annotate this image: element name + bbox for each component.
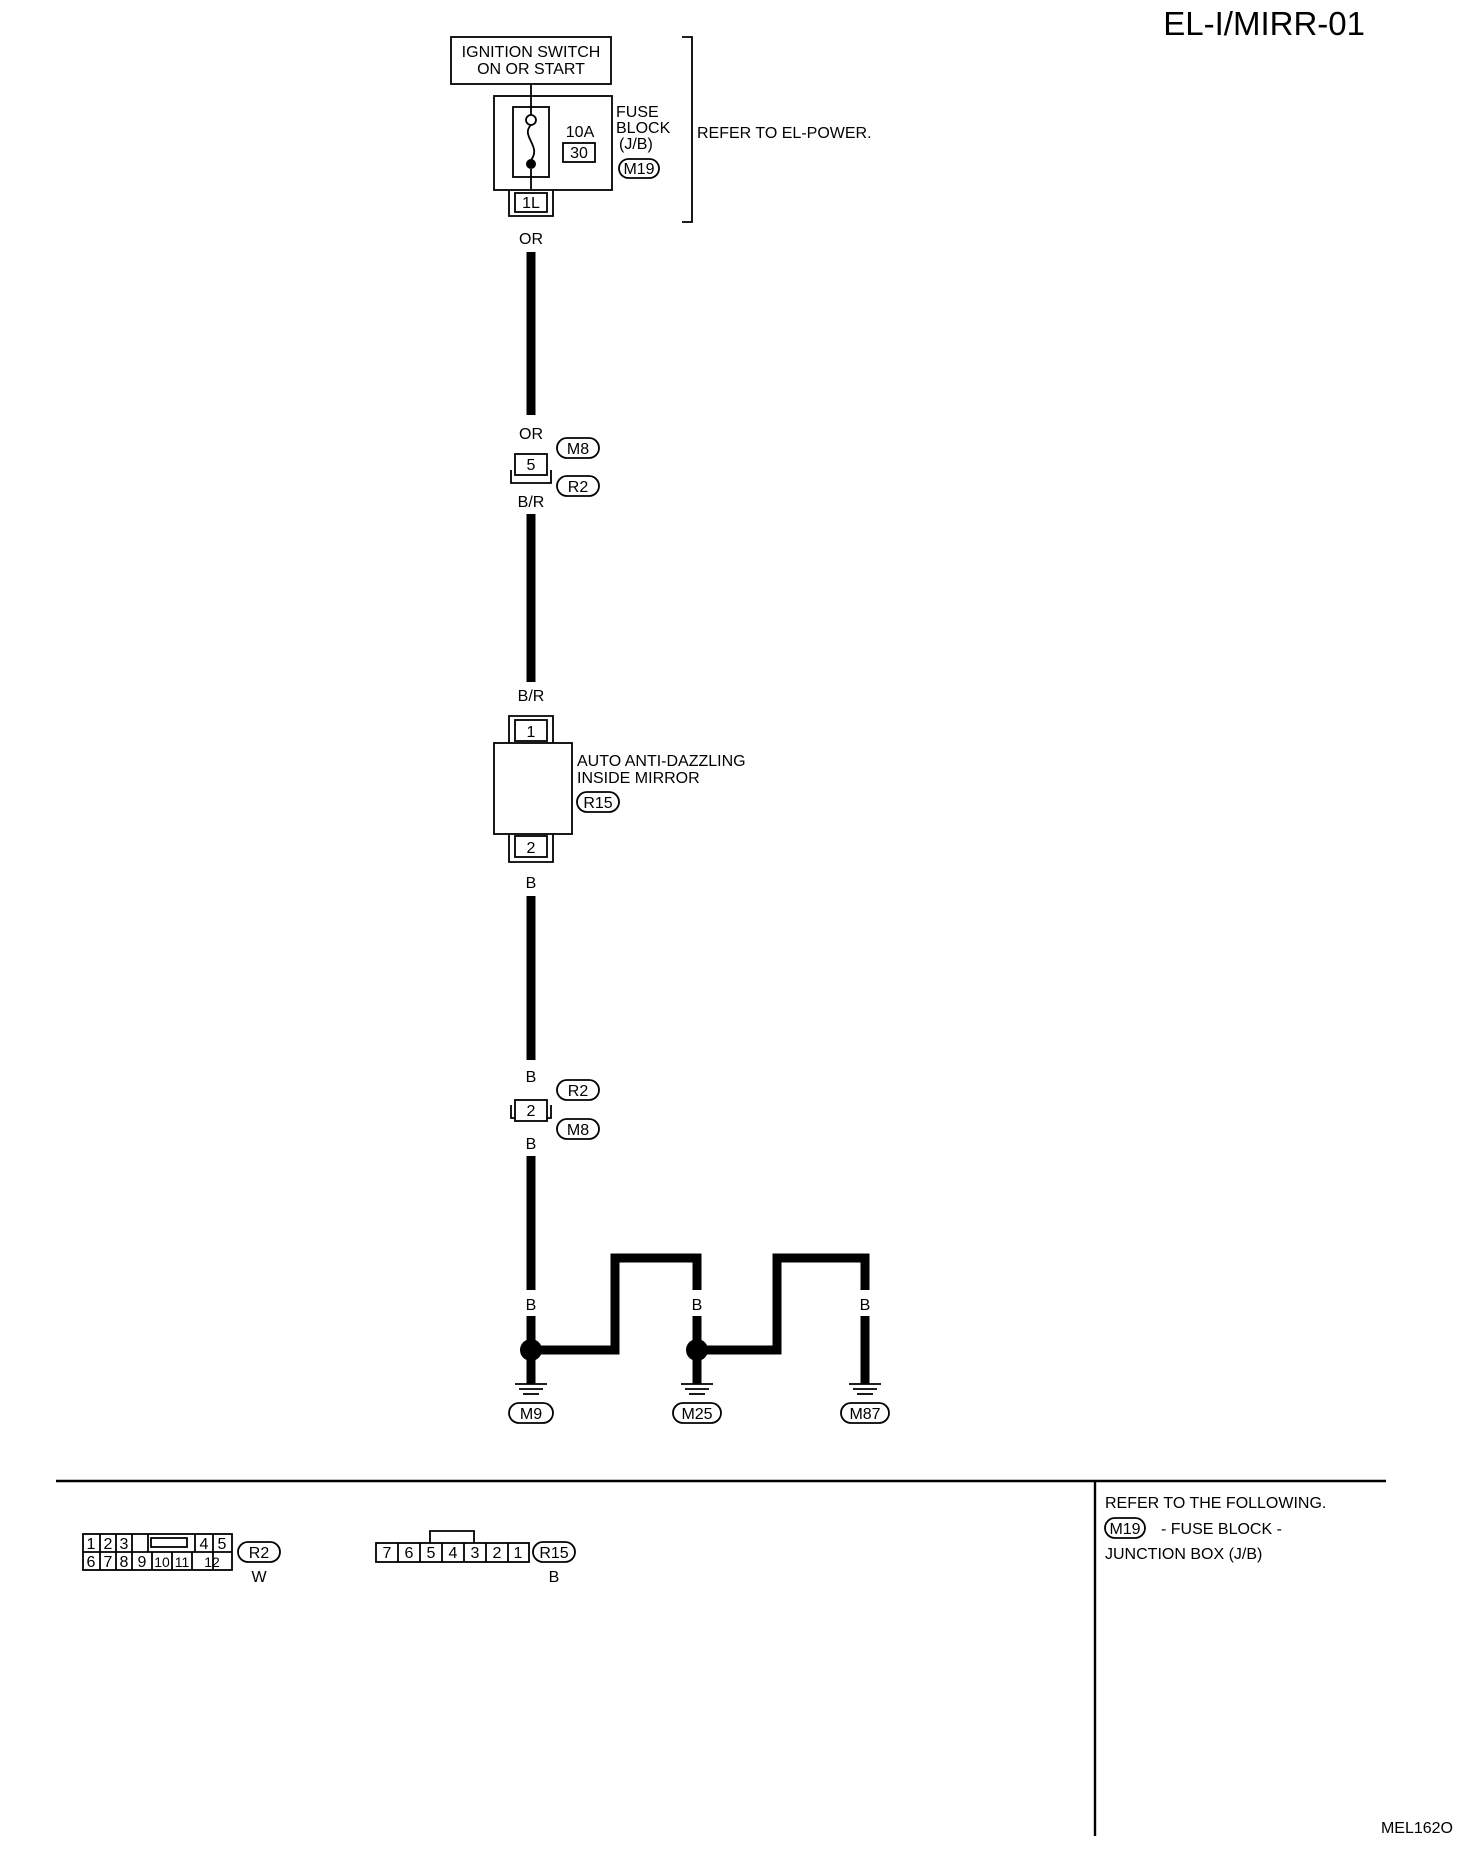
r15-connector-id: R15 — [539, 1545, 568, 1562]
fuse-block-label-2: BLOCK — [616, 120, 671, 137]
r15-pin-7: 7 — [383, 1545, 392, 1562]
r2-pin-4: 4 — [200, 1536, 209, 1553]
wire-color-ground-a: B — [526, 1297, 537, 1314]
fuse-block-label-3: (J/B) — [619, 136, 653, 153]
r2-pin-7: 7 — [104, 1554, 113, 1571]
r15-pin-3: 3 — [471, 1545, 480, 1562]
wire-b-jumper-2 — [697, 1253, 870, 1355]
joint1-connector-upper: M8 — [567, 441, 589, 458]
fuse-terminal-open — [525, 114, 537, 126]
ground-m25-label: M25 — [681, 1406, 712, 1423]
fuse-block-connector: M19 — [623, 161, 654, 178]
reference-line-1: - FUSE BLOCK - — [1161, 1521, 1282, 1538]
ignition-switch-label-2: ON OR START — [477, 61, 585, 78]
mirror-terminal-in: 1 — [527, 724, 536, 741]
splice-point-1 — [520, 1339, 542, 1361]
joint-connector-2: 2 R2 M8 — [510, 1079, 600, 1140]
r2-pin-12: 12 — [204, 1554, 220, 1570]
reference-connector: M19 — [1109, 1521, 1140, 1538]
ground-m87-icon — [849, 1383, 881, 1395]
wire-b-jumper-1 — [531, 1253, 702, 1355]
ignition-switch: IGNITION SWITCH ON OR START — [450, 36, 612, 85]
r2-pin-8: 8 — [120, 1554, 129, 1571]
reference-heading: REFER TO THE FOLLOWING. — [1105, 1495, 1326, 1512]
ground-m25-icon — [681, 1383, 713, 1395]
wire-color-joint1-top: OR — [519, 426, 543, 443]
joint2-connector-lower: M8 — [567, 1122, 589, 1139]
r15-pin-2: 2 — [493, 1545, 502, 1562]
fuse-number: 30 — [570, 145, 588, 162]
mirror-label-1: AUTO ANTI-DAZZLING — [577, 753, 746, 770]
ground-m9: M9 — [508, 1383, 554, 1424]
reference-line-2: JUNCTION BOX (J/B) — [1105, 1546, 1262, 1563]
wire-color-fuse-out: OR — [519, 231, 543, 248]
power-bracket — [682, 36, 693, 223]
r2-pin-6: 6 — [87, 1554, 96, 1571]
ground-m87: M87 — [840, 1383, 890, 1424]
r2-pin-5: 5 — [218, 1536, 227, 1553]
connector-view-r2: 1 2 3 4 5 6 7 8 9 10 11 12 R2 W — [82, 1533, 281, 1586]
fuse-block-label-1: FUSE — [616, 104, 659, 121]
joint1-terminal: 5 — [527, 457, 536, 474]
fuse-terminal-label: 1L — [522, 195, 540, 212]
joint2-connector-upper: R2 — [568, 1083, 589, 1100]
fuse-block: 10A 30 — [493, 95, 613, 191]
wire-color-joint2-bottom: B — [526, 1136, 537, 1153]
r15-pin-5: 5 — [427, 1545, 436, 1562]
fuse-terminal-closed — [526, 159, 536, 169]
wire-color-joint1-bottom: B/R — [518, 494, 545, 511]
wire-color-ground-d: B — [772, 1297, 783, 1314]
refer-power-text: REFER TO EL-POWER. — [697, 125, 872, 142]
joint-connector-1: 5 M8 R2 — [510, 437, 600, 497]
joint1-connector-lower: R2 — [568, 479, 589, 496]
r2-pin-9: 9 — [138, 1554, 147, 1571]
ground-m9-label: M9 — [520, 1406, 542, 1423]
r2-connector-id: R2 — [249, 1545, 270, 1562]
mirror-terminal-out: 2 — [527, 840, 536, 857]
mirror-connector: R15 — [583, 795, 612, 812]
r2-pin-10: 10 — [154, 1554, 170, 1570]
r2-connector-color: W — [251, 1569, 267, 1586]
r15-pin-1: 1 — [514, 1545, 523, 1562]
ground-m9-icon — [515, 1383, 547, 1395]
mirror-label-2: INSIDE MIRROR — [577, 770, 700, 787]
ignition-switch-label-1: IGNITION SWITCH — [462, 44, 601, 61]
ground-m87-label: M87 — [849, 1406, 880, 1423]
wire-color-ground-e: B — [860, 1297, 871, 1314]
r15-pin-6: 6 — [405, 1545, 414, 1562]
r2-pin-3: 3 — [120, 1536, 129, 1553]
wire-color-ground-b: B — [610, 1297, 621, 1314]
fuse-link-icon — [527, 124, 535, 161]
figure-code: MEL162O — [1381, 1820, 1453, 1837]
wire-color-joint2-top: B — [526, 1069, 537, 1086]
r15-connector-color: B — [549, 1569, 560, 1586]
wire-color-mirror-out: B — [526, 875, 537, 892]
page-code: EL-I/MIRR-01 — [1163, 5, 1365, 42]
r2-pin-2: 2 — [104, 1536, 113, 1553]
splice-point-2 — [686, 1339, 708, 1361]
r15-pin-4: 4 — [449, 1545, 458, 1562]
wire-color-mirror-in: B/R — [518, 688, 545, 705]
joint2-terminal: 2 — [527, 1103, 536, 1120]
r2-pin-1: 1 — [87, 1536, 96, 1553]
wire-color-ground-c: B — [692, 1297, 703, 1314]
fuse-terminal-1l: 1L — [508, 190, 554, 217]
connector-view-r15: 7 6 5 4 3 2 1 R15 B — [375, 1530, 576, 1586]
ground-m25: M25 — [672, 1383, 722, 1424]
r2-pin-11: 11 — [175, 1554, 190, 1570]
reference-panel: REFER TO THE FOLLOWING. M19 - FUSE BLOCK… — [1104, 1495, 1326, 1563]
fuse-amperage: 10A — [566, 124, 595, 141]
auto-anti-dazzling-mirror: 1 2 — [493, 715, 573, 863]
